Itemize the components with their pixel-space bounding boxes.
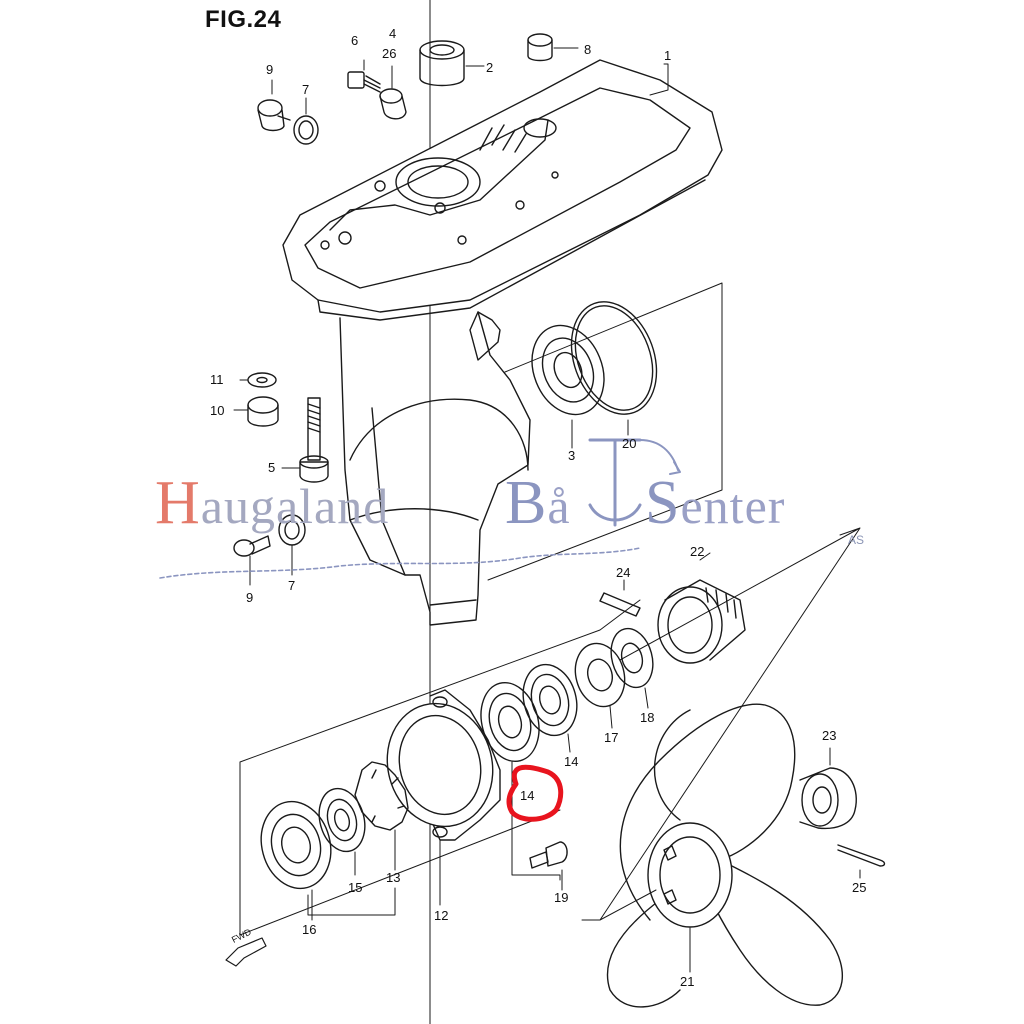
watermark-word-3: Senter [645, 468, 785, 539]
callout-2: 2 [486, 60, 493, 75]
part-26-plug [379, 88, 407, 120]
watermark-word-2-rest: å [547, 478, 571, 534]
callout-23: 23 [822, 728, 836, 743]
part-9-lower-screw [233, 535, 271, 557]
watermark-suffix: AS [848, 533, 865, 547]
callout-8: 8 [584, 42, 591, 57]
group-bracket-lower [239, 599, 641, 936]
part-22-spline-hub [657, 579, 746, 664]
callout-9-top: 9 [266, 62, 273, 77]
part-10-nut [247, 396, 279, 427]
watermark-word-1: Haugaland [155, 468, 389, 539]
part-21-propeller [606, 703, 844, 1008]
part-12-bearing-housing [386, 689, 501, 841]
watermark-word-2: Bå [505, 468, 571, 539]
callout-15: 15 [348, 880, 362, 895]
callout-5: 5 [268, 460, 275, 475]
highlight-circle [506, 764, 564, 822]
callout-7-top: 7 [302, 82, 309, 97]
part-14-bearing-left [480, 681, 540, 763]
callout-6: 6 [351, 33, 358, 48]
callout-12: 12 [434, 908, 448, 923]
part-18-washer [610, 627, 654, 689]
part-19-bolt [529, 841, 568, 869]
callout-11: 11 [210, 372, 224, 387]
group-bracket-upper [487, 282, 723, 581]
part-11-washer [247, 372, 277, 388]
callout-20: 20 [622, 436, 636, 451]
watermark-word-3-cap: S [645, 469, 681, 537]
watermark-word-2-cap: B [505, 469, 548, 537]
part-25-cotter-pin [837, 844, 886, 867]
part-7-top-washer [293, 115, 319, 145]
callout-14-right: 14 [564, 754, 578, 769]
callout-16: 16 [302, 922, 316, 937]
callout-25: 25 [852, 880, 866, 895]
leader-lines [233, 47, 861, 973]
gear-case-housing [282, 59, 723, 626]
group-bracket-propeller [581, 527, 861, 921]
callout-1: 1 [664, 48, 671, 63]
part-15-bearing [318, 787, 366, 853]
part-9-top-screw [257, 99, 291, 132]
callout-7-lower: 7 [288, 578, 295, 593]
callout-18: 18 [640, 710, 654, 725]
watermark-anchor-logo [588, 438, 681, 527]
part-2-bushing [419, 40, 465, 87]
callout-19: 19 [554, 890, 568, 905]
part-24-pin [599, 592, 641, 617]
callout-24: 24 [616, 565, 630, 580]
watermark-word-1-rest: augaland [200, 478, 390, 534]
part-16-seal [260, 800, 332, 890]
callout-9-lower: 9 [246, 590, 253, 605]
callout-numbers: 1 2 8 6 4 26 9 7 11 10 5 9 7 3 20 22 24 … [210, 26, 866, 989]
callout-3: 3 [568, 448, 575, 463]
part-6-bolt [347, 71, 381, 93]
part-14-bearing-right [522, 663, 578, 737]
callout-13: 13 [386, 870, 400, 885]
part-3-bearing [531, 324, 605, 416]
callout-14-highlighted: 14 [520, 788, 534, 803]
callout-4: 4 [389, 26, 396, 41]
watermark-rope [159, 547, 641, 579]
callout-22: 22 [690, 544, 704, 559]
part-5-bolt [299, 397, 329, 483]
figure-title: FIG.24 [205, 6, 282, 33]
callout-10: 10 [210, 403, 224, 418]
part-17-thrust-washer [574, 642, 626, 708]
callout-21: 21 [680, 974, 694, 989]
part-23-propeller-nut [799, 767, 857, 830]
part-20-o-ring [570, 301, 658, 415]
fwd-arrow-shape [225, 937, 267, 967]
callout-26: 26 [382, 46, 396, 61]
watermark-word-3-rest: enter [680, 478, 786, 534]
part-8-cap [527, 33, 553, 62]
watermark-word-1-cap: H [155, 469, 201, 537]
callout-17: 17 [604, 730, 618, 745]
